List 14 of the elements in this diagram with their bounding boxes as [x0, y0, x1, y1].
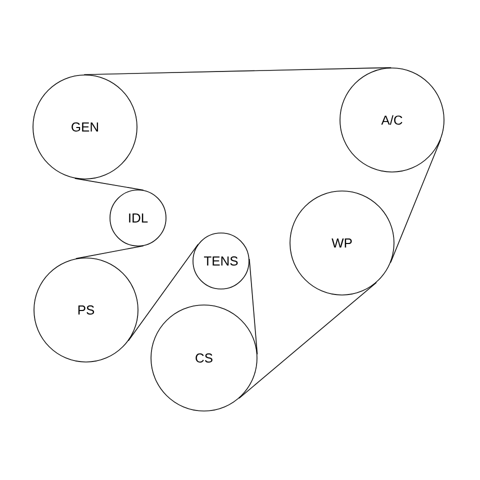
- pulley: CS: [150, 304, 258, 412]
- pulley: IDL: [110, 190, 166, 246]
- pulley: GEN: [32, 74, 138, 180]
- pulley: PS: [34, 258, 138, 362]
- belt: [84, 67, 392, 75]
- belt: [390, 139, 441, 264]
- belt: [74, 178, 144, 191]
- belt: [238, 282, 377, 399]
- belt: [248, 258, 258, 355]
- pulley: A/C: [340, 68, 444, 172]
- belt: [128, 244, 198, 342]
- pulley: TENS: [192, 232, 250, 290]
- pulley: WP: [290, 190, 394, 296]
- belt: [76, 245, 144, 259]
